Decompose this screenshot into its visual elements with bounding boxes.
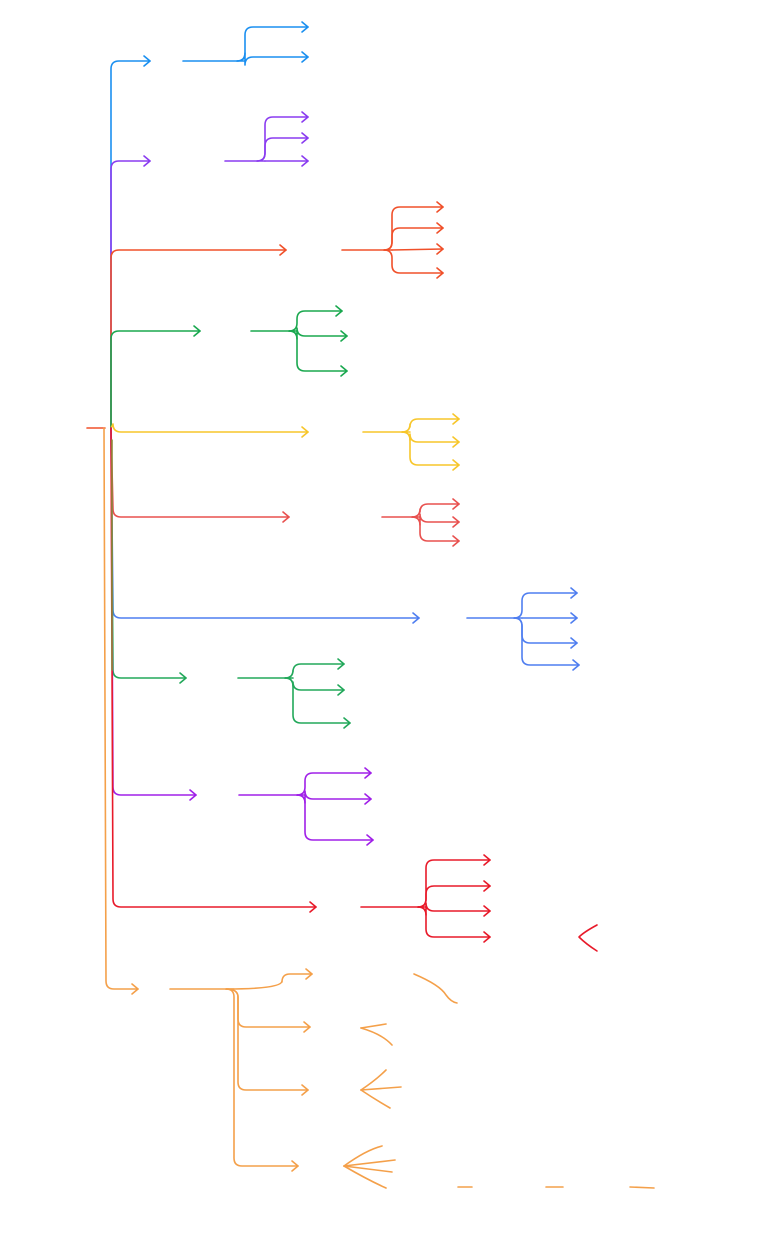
branch-1-child-1-arrow	[301, 21, 309, 33]
branch-2-child-2-arrow	[301, 132, 309, 144]
branch-7-child-3-line	[513, 617, 578, 644]
branch-5-child-1-line	[401, 418, 460, 433]
branch-3-child-1-arrow	[436, 201, 444, 213]
branch-2-child-3-arrow	[301, 155, 309, 167]
branch-5-child-2-arrow	[452, 436, 460, 448]
branch-4-child-3-arrow	[340, 365, 348, 377]
branch-5-arrow	[301, 426, 309, 438]
branch-8-arrow	[179, 672, 187, 684]
orange-grandchild-4d	[343, 1165, 387, 1189]
branch-3-connector	[110, 249, 287, 429]
branch-10-connector	[110, 427, 317, 908]
branch-6-child-2-arrow	[452, 516, 460, 528]
branch-3-child-4-line	[383, 249, 444, 274]
branch-9-child-3-arrow	[366, 834, 374, 846]
branch-7-child-1-line	[513, 592, 578, 619]
branch-1-connector	[110, 60, 151, 429]
branch-1-child-2-arrow	[301, 51, 309, 63]
branch-1-child-2-line	[236, 52, 309, 66]
branch-10-child-2-arrow	[483, 880, 491, 892]
branch-5-child-3-line	[401, 431, 460, 466]
branch-2-connector	[110, 160, 151, 429]
branch-11-child-1-arrow	[305, 968, 313, 980]
branch-8-child-3-arrow	[343, 717, 351, 729]
orange-grandchild-3b	[360, 1086, 402, 1091]
branch-4-arrow	[193, 325, 201, 337]
branch-2-child-2-line	[256, 137, 309, 162]
branch-11-child-3-arrow	[301, 1084, 309, 1096]
branch-1-child-1-line	[236, 26, 309, 62]
branch-9-child-1-line	[296, 772, 372, 796]
branch-6-child-1-line	[411, 503, 460, 518]
branch-11-arrow	[131, 983, 139, 995]
branch-10-child-3-arrow	[483, 905, 491, 917]
red-grandchild-fork	[578, 924, 598, 952]
branch-3-child-4-arrow	[436, 267, 444, 279]
branch-6-child-3-line	[411, 516, 460, 542]
branch-7-connector	[110, 427, 420, 619]
branch-5-child-1-arrow	[452, 413, 460, 425]
branch-4-child-1-arrow	[335, 305, 343, 317]
branch-10-arrow	[309, 901, 317, 913]
branch-4-child-2-arrow	[340, 330, 348, 342]
branch-4-child-3-line	[288, 330, 348, 372]
branch-8-child-2-line	[284, 677, 345, 691]
branch-6-connector	[110, 427, 290, 518]
branch-11-child-1-line	[225, 973, 313, 990]
branch-10-child-1-line	[417, 859, 491, 908]
branch-7-child-4-line	[513, 617, 580, 666]
branch-10-child-2-line	[417, 885, 491, 908]
branch-10-child-3-line	[417, 902, 491, 916]
branch-8-child-1-arrow	[337, 658, 345, 670]
branch-2-child-1-arrow	[301, 111, 309, 123]
branch-4-connector	[110, 330, 201, 429]
branch-10-child-4-line	[417, 906, 491, 938]
branch-9-child-1-arrow	[364, 767, 372, 779]
branch-3-child-2-line	[383, 227, 444, 251]
orange-grandchild-2b	[360, 1027, 393, 1046]
branch-8-child-1-line	[284, 663, 345, 679]
branch-6-arrow	[282, 511, 290, 523]
branch-6-child-3-arrow	[452, 535, 460, 547]
branch-9-child-3-line	[296, 794, 374, 841]
branch-7-child-1-arrow	[570, 587, 578, 599]
branch-11-connector	[103, 427, 139, 990]
branch-8-child-3-line	[284, 677, 351, 724]
orange-grandchild-4b	[343, 1159, 396, 1167]
branch-1-arrow	[143, 55, 151, 67]
branch-7-child-4-arrow	[572, 659, 580, 671]
branch-9-arrow	[189, 789, 197, 801]
branch-10-child-4-arrow	[483, 931, 491, 943]
orange-grandchild-4c	[343, 1165, 393, 1173]
branch-8-child-2-arrow	[337, 684, 345, 696]
branch-9-child-2-line	[296, 790, 372, 804]
orange-grandchild-3c	[360, 1089, 391, 1109]
branch-5-connector	[110, 423, 309, 433]
orange-grandchild-1	[413, 973, 458, 1004]
orange-grandchild-4a	[343, 1145, 383, 1167]
branch-3-child-3-line	[391, 248, 444, 251]
branch-9-child-2-arrow	[364, 793, 372, 805]
branch-11-child-4-line	[225, 988, 299, 1167]
branch-10-child-1-arrow	[483, 854, 491, 866]
branch-8-connector	[110, 427, 187, 679]
orange-grandchild-2a	[360, 1023, 387, 1029]
branch-3-child-3-arrow	[436, 243, 444, 255]
orange-leaf-3	[629, 1186, 655, 1189]
branch-9-connector	[110, 427, 197, 796]
branch-3-child-2-arrow	[436, 222, 444, 234]
branch-11-child-4-arrow	[291, 1160, 299, 1172]
branch-11-child-3-line	[225, 988, 309, 1091]
branch-7-arrow	[412, 612, 420, 624]
branch-3-arrow	[279, 244, 287, 256]
branch-2-arrow	[143, 155, 151, 167]
branch-11-child-2-arrow	[303, 1021, 311, 1033]
branch-4-child-1-line	[288, 310, 343, 332]
branch-5-child-3-arrow	[452, 459, 460, 471]
branch-6-child-1-arrow	[452, 498, 460, 510]
orange-grandchild-3a	[360, 1069, 387, 1091]
branch-7-child-3-arrow	[570, 637, 578, 649]
branch-7-child-2-arrow	[570, 612, 578, 624]
